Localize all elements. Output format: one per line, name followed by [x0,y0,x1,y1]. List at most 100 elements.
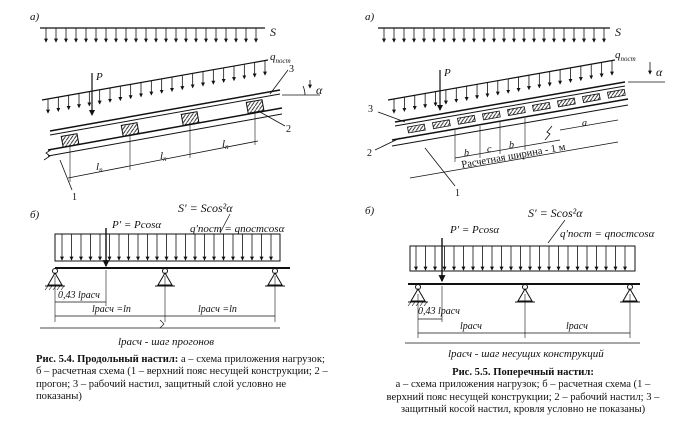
support-hatch [48,285,53,291]
left-deck-top [49,89,281,132]
right-dim-c: c [487,144,492,155]
right-num-2: 2 [367,148,372,159]
left-supports [44,268,285,291]
right-dead-load-arrows [392,61,614,114]
left-purlin-1 [60,133,80,148]
left-leader-1 [59,159,73,191]
left-purlin-3 [180,111,200,126]
right-dim-span-1: lрасч [460,321,482,332]
right-caption-title: Рис. 5.5. Поперечный настил: [452,367,594,378]
right-dim-b2: b [509,140,514,151]
right-dim-b1: b [464,148,469,159]
right-break-mark [544,125,553,141]
right-panel-b-label: б) [365,205,375,217]
deck-board [507,106,526,117]
left-leader-2 [259,111,286,127]
left-figure-a: а) S qпост P α 3 2 1 [30,11,323,203]
right-deck-top [394,81,626,123]
right-bcb-dim-line [454,139,561,159]
left-chord-top [47,107,283,151]
left-snow-label: S [270,25,276,39]
left-span-label-2: lп [160,150,167,163]
left-eq-q: q'пост = qпостcosα [190,223,285,235]
right-snow-load-arrows [382,28,606,43]
left-caption: Рис. 5.4. Продольный настил: а – схема п… [36,354,330,404]
left-load-rect [54,233,281,262]
left-dim-043: 0,43 lрасч [58,290,100,301]
left-dim-span-1: lрасч =lп [92,304,131,315]
left-deck-bottom [49,93,281,136]
left-snow-load-arrows [44,28,258,43]
right-deck-bottom [394,85,626,127]
left-alpha-label: α [316,83,323,97]
left-dead-load-label: qпост [270,51,291,65]
left-num-1: 1 [72,192,77,203]
left-span-label-3: lп [222,138,229,151]
support-hatch [411,301,416,307]
left-chord-bottom [47,113,283,157]
right-boards [407,88,626,134]
right-bottom-note: lрасч - шаг несущих конструкций [448,348,604,360]
deck-board [557,97,576,108]
right-eq-p: P' = Pcosα [449,224,499,236]
left-force-label: P [95,71,103,83]
right-dim-span-2: lрасч [566,321,588,332]
left-purlin-2 [120,122,140,137]
left-span-label-1: lп [96,161,103,174]
left-dim-break [159,319,165,329]
right-dead-load-label: qпост [615,49,636,63]
left-figure-b: б) S' = Scos²α P' = Pcosα q'пост = qпост… [30,201,290,348]
right-load-rect [409,245,636,272]
left-span-dim-line [67,140,259,179]
right-leader-3 [377,111,406,123]
right-caption-text: а – схема приложения нагрузок; б – расче… [386,379,660,416]
deck-board [532,101,551,112]
right-a-dim-line [559,119,619,131]
deck-board [432,119,451,130]
right-leader-1 [424,147,456,187]
support-hatch [407,301,412,307]
right-width-dim-line [409,141,619,179]
right-figure-b: б) S' = Scos²α P' = Pcosα q'пост = qпост… [365,205,655,360]
right-panel-a-label: а) [365,11,375,23]
right-dim-043: 0,43 lрасч [418,306,460,317]
left-caption-title: Рис. 5.4. Продольный настил: [36,354,179,365]
right-dead-load-line [387,59,616,101]
right-dim-a: a [582,118,587,129]
left-leader-3 [269,69,289,95]
left-bottom-note: lрасч - шаг прогонов [118,336,214,348]
right-caption: Рис. 5.5. Поперечный настил:а – схема пр… [378,367,668,417]
left-caption-text: а – схема приложения нагрузок; б – расче… [36,354,328,403]
deck-board [407,123,426,134]
left-load-arrows [60,234,273,261]
right-alpha-label: α [656,65,663,79]
left-eq-s: S' = Scos²α [178,201,233,215]
support-hatch [44,285,49,291]
support-hatch [56,285,61,291]
left-break-mark [43,148,53,161]
support-hatch [52,285,57,291]
left-purlin-4 [245,99,265,114]
right-eq-s: S' = Scos²α [528,206,583,220]
left-dim-span-2: lрасч =lп [198,304,237,315]
deck-board [482,110,501,121]
deck-board [582,93,601,103]
right-eq-leader [547,219,566,244]
right-num-1: 1 [455,188,460,199]
left-num-3: 3 [289,64,294,75]
support-hatch [419,301,424,307]
support-hatch [423,301,428,307]
right-load-arrows [414,246,627,271]
right-snow-label: S [615,25,621,39]
right-eq-q: q'пост = qпостcosα [560,228,655,240]
right-chord-bottom [391,104,629,147]
deck-board [457,114,476,125]
right-force-label: P [443,67,451,79]
support-hatch [415,301,420,307]
right-leader-2 [374,137,401,151]
left-dead-load-line [41,59,269,101]
right-num-3: 3 [368,104,373,115]
left-panel-a-label: а) [30,11,40,23]
left-num-2: 2 [286,124,291,135]
